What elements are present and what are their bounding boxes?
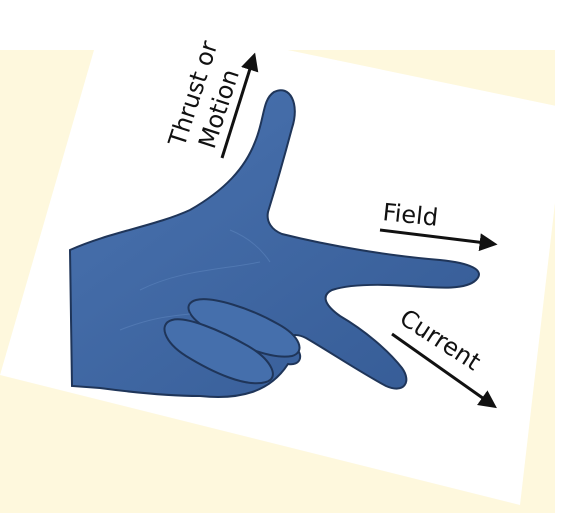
field-label: Field	[381, 198, 439, 232]
